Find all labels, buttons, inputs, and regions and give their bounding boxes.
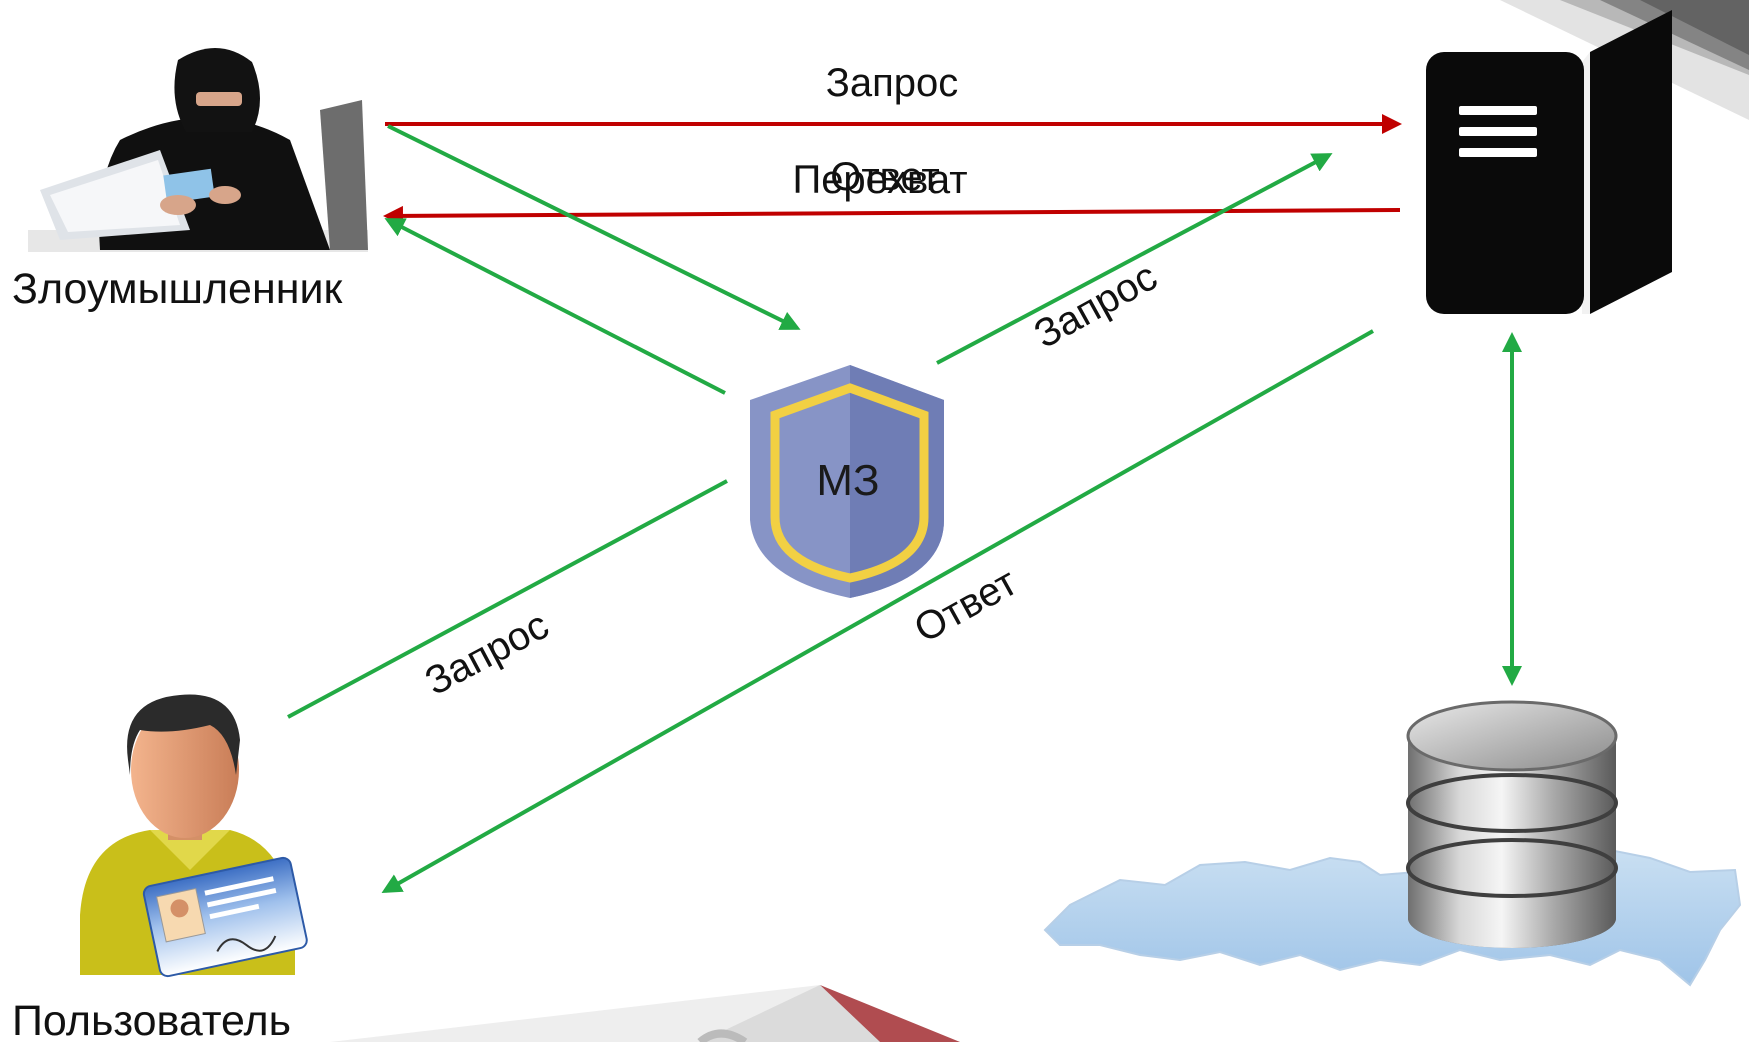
decorative-shape-bottom: [330, 985, 960, 1042]
database-cylinder-icon: [1406, 700, 1618, 948]
attack-response-arrow: [383, 205, 1401, 226]
shield-to-attacker-arrow: [384, 218, 726, 395]
server-response-label: Ответ: [907, 560, 1024, 652]
user-to-shield-line: [287, 479, 728, 719]
attacker-to-shield-arrow: [387, 124, 801, 330]
user-label: Пользователь: [12, 997, 291, 1042]
intercept-label: Перехват: [792, 158, 967, 202]
russia-map-icon: [1043, 848, 1742, 987]
shield-to-server-arrow: [936, 153, 1333, 365]
shield-label: МЗ: [816, 456, 879, 505]
shield-icon: [750, 365, 944, 598]
attack-response-label: Ответ: [830, 155, 939, 199]
server-tower-icon: [1426, 10, 1672, 314]
attacker-label: Злоумышленник: [12, 265, 343, 313]
server-to-user-arrow: [381, 329, 1374, 893]
attack-request-label: Запрос: [826, 61, 959, 105]
hooded-hacker-icon: [28, 47, 368, 252]
user-with-id-card-icon: [80, 694, 308, 978]
user-request-label: Запрос: [418, 603, 556, 704]
